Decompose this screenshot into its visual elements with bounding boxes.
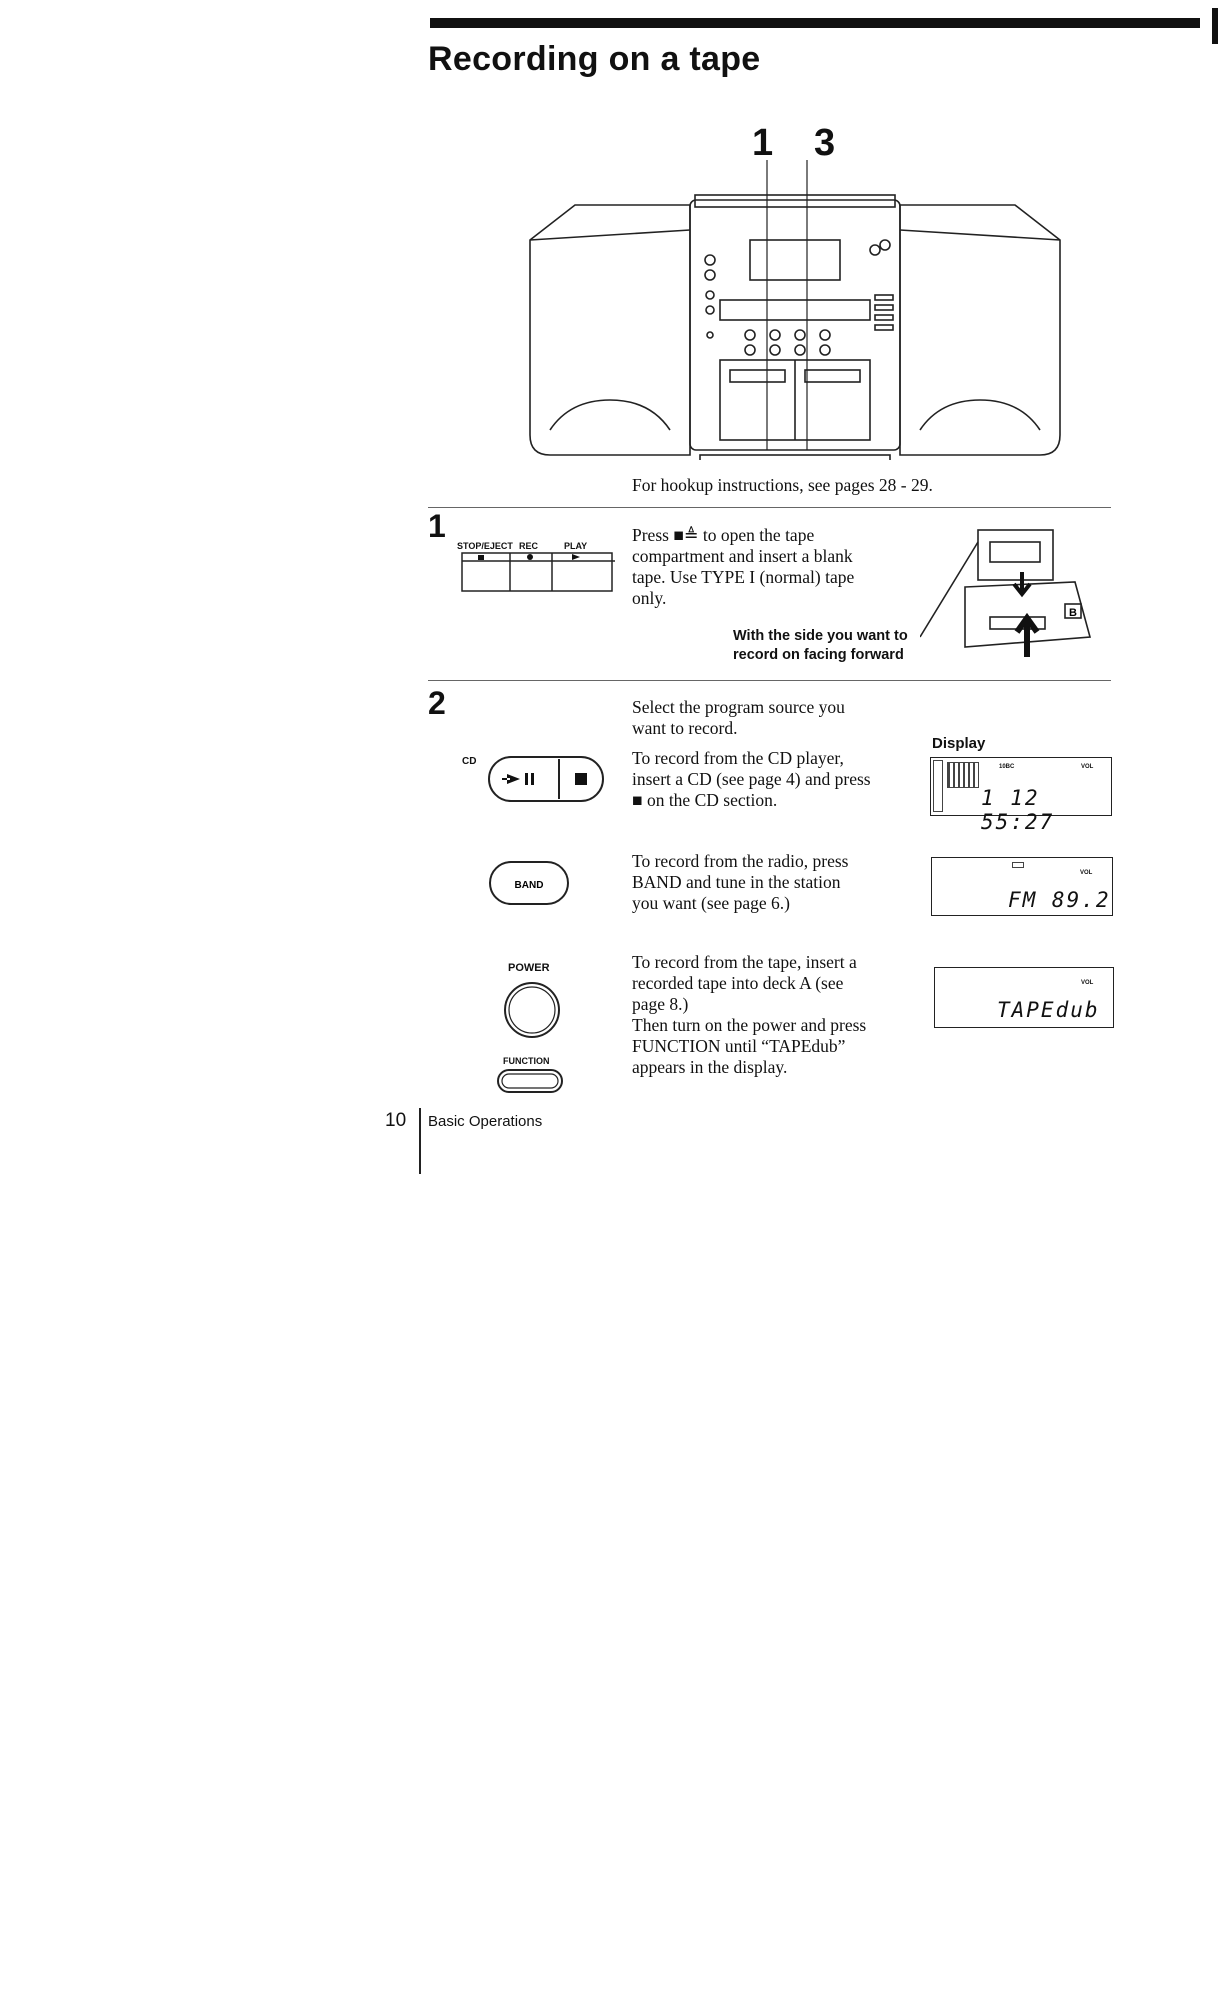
caption-line: record on facing forward	[733, 647, 904, 663]
page-number: 10	[385, 1110, 407, 1131]
radio-lcd-readout: FM 89.2	[1008, 888, 1111, 912]
track-grid-icon	[947, 762, 979, 788]
footer-divider	[419, 1108, 421, 1174]
section-name: Basic Operations	[428, 1113, 543, 1130]
header-rule	[430, 18, 1200, 28]
band-button: BAND	[489, 861, 569, 905]
function-label: FUNCTION	[503, 1056, 550, 1066]
stop-icon	[575, 773, 587, 785]
play-icon	[572, 554, 580, 560]
cd-controls	[488, 756, 604, 802]
lcd-small-label: VOL	[1081, 980, 1094, 986]
rec-icon	[527, 554, 533, 560]
cd-line: ■ on the CD section.	[632, 790, 778, 810]
tape-line: appears in the display.	[632, 1057, 788, 1077]
tape-display: VOL TAPEdub	[934, 967, 1114, 1028]
radio-instructions: To record from the radio, press BAND and…	[632, 851, 848, 914]
intro-line: want to record.	[632, 718, 738, 738]
stereo-indicator-icon	[1012, 862, 1024, 868]
step-1-number: 1	[428, 508, 446, 544]
tape-lcd-readout: TAPEdub	[997, 998, 1100, 1022]
disc-indicator-icon	[933, 760, 943, 812]
step-1-line: only.	[632, 588, 667, 608]
page-title: Recording on a tape	[428, 40, 761, 78]
header-tab-marker	[1212, 8, 1218, 44]
step-2-intro: Select the program source you want to re…	[632, 697, 845, 739]
rec-label: REC	[519, 541, 539, 551]
tape-line: recorded tape into deck A (see	[632, 973, 844, 993]
step-1-line: tape. Use TYPE I (normal) tape	[632, 567, 855, 587]
cd-display: 10BC VOL 1 12 55:27	[930, 757, 1112, 834]
cd-lcd-readout: 1 12 55:27	[981, 786, 1055, 834]
radio-display: VOL FM 89.2	[931, 857, 1113, 916]
radio-line: you want (see page 6.)	[632, 893, 790, 913]
tape-deck-buttons	[461, 552, 615, 592]
hookup-note: For hookup instructions, see pages 28 - …	[632, 475, 933, 495]
tape-instructions: To record from the tape, insert a record…	[632, 952, 866, 1078]
lcd-small-label: VOL	[1080, 870, 1093, 876]
callout-1: 1	[752, 122, 774, 164]
step-2-number: 2	[428, 685, 446, 721]
caption-line: With the side you want to	[733, 628, 908, 644]
divider	[428, 680, 1111, 681]
cd-line: To record from the CD player,	[632, 748, 844, 768]
play-label: PLAY	[564, 541, 588, 551]
tape-orientation-caption: With the side you want to record on faci…	[733, 627, 908, 665]
radio-line: To record from the radio, press	[632, 851, 849, 871]
deck-b-label: B	[1069, 607, 1077, 619]
function-button	[497, 1069, 563, 1093]
cd-label: CD	[462, 756, 477, 767]
lcd-small-label: VOL	[1081, 764, 1094, 770]
radio-line: BAND and tune in the station	[632, 872, 841, 892]
stop-eject-label: STOP/EJECT	[457, 541, 513, 551]
lcd-small-label: 10BC	[999, 764, 1015, 770]
tape-line: page 8.)	[632, 994, 689, 1014]
stereo-system-illustration	[529, 160, 1061, 460]
step-1-text: Press ■≜ to open the tape compartment an…	[632, 525, 854, 609]
stop-eject-icon	[478, 555, 484, 560]
intro-line: Select the program source you	[632, 697, 845, 717]
cd-instructions: To record from the CD player, insert a C…	[632, 748, 871, 811]
tape-line: FUNCTION until “TAPEdub”	[632, 1036, 846, 1056]
step-1-line: compartment and insert a blank	[632, 546, 853, 566]
display-label: Display	[932, 735, 986, 752]
power-button	[504, 982, 560, 1038]
play-pause-icon	[502, 774, 520, 784]
power-label: POWER	[508, 962, 550, 974]
step-1-line: Press ■≜ to open the tape	[632, 525, 815, 545]
tape-line: To record from the tape, insert a	[632, 952, 857, 972]
tape-line: Then turn on the power and press	[632, 1015, 867, 1035]
band-label: BAND	[515, 880, 544, 891]
divider	[428, 507, 1111, 508]
cd-line: insert a CD (see page 4) and press	[632, 769, 871, 789]
callout-3: 3	[814, 122, 836, 164]
cassette-insert-illustration: B	[920, 529, 1092, 657]
